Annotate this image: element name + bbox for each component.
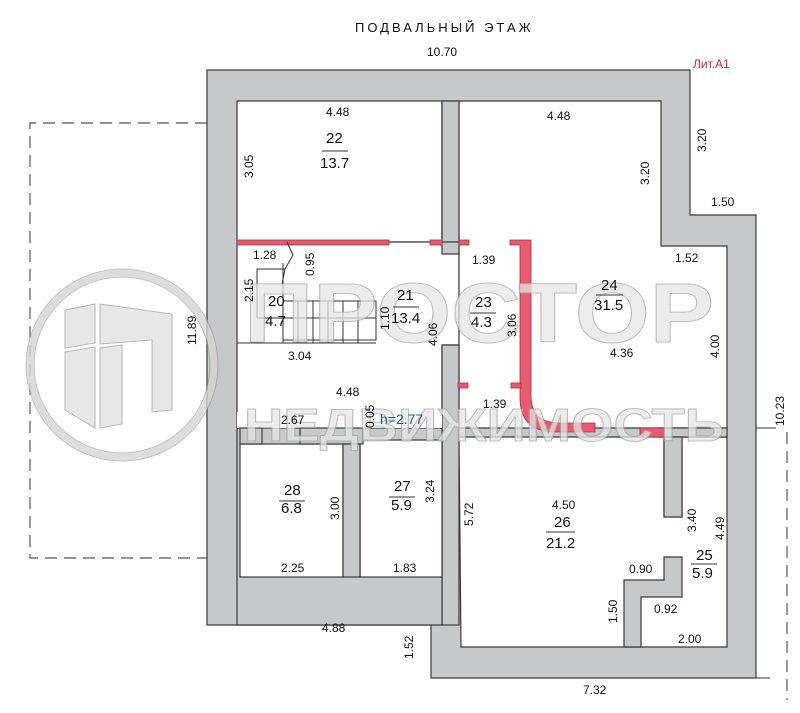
- room-20-dim-a: 1.28: [253, 248, 277, 262]
- dim-bottom-right: 7.32: [583, 683, 607, 697]
- dim-bottom-step: 1.52: [402, 635, 416, 659]
- floor-title: ПОДВАЛЬНЫЙ ЭТАЖ: [355, 20, 534, 35]
- room-21-dim-width: 4.48: [336, 385, 360, 399]
- room-24-dim-4-36: 4.36: [610, 346, 634, 360]
- room-26-dim-height: 5.72: [462, 502, 476, 526]
- room-25-number: 25: [696, 547, 713, 564]
- watermark-brand: ПРОСТОР: [244, 266, 714, 360]
- room-20-number: 20: [268, 293, 285, 310]
- building-logo-icon: [25, 268, 219, 462]
- room-25-dim-0-92: 0.92: [654, 602, 678, 616]
- room-26-dim-1-50: 1.50: [606, 599, 620, 623]
- room-22: [236, 100, 443, 243]
- red-wall-stub-1: [429, 239, 443, 246]
- room-21-dim-stairs: 3.04: [288, 349, 312, 363]
- room-22-height: 3.05: [242, 154, 256, 178]
- stub-wall-28: [239, 427, 263, 445]
- dim-top-width: 10.70: [427, 45, 457, 59]
- room-27-number: 27: [394, 478, 411, 495]
- room-20-area: 4.7: [265, 313, 286, 330]
- stub-wall-27: [299, 427, 364, 445]
- dim-right-upper: 3.20: [695, 128, 709, 152]
- red-wall-stub-4: [510, 382, 522, 389]
- dim-right-height: 10.23: [773, 396, 787, 426]
- red-wall-L: [509, 239, 596, 433]
- room-21-dim-1-10: 1.10: [378, 306, 392, 330]
- room-23-dim-top: 1.39: [472, 253, 496, 267]
- watermark: ПРОСТОР НЕДВИЖИМОСТЬ: [25, 266, 725, 462]
- room-27: [359, 439, 443, 578]
- room-26: [458, 436, 728, 648]
- room-22-area: 13.7: [320, 155, 349, 172]
- room-22-number: 22: [326, 130, 343, 147]
- room-21-dim-0-05: 0.05: [363, 404, 377, 428]
- red-wall-stub-2: [458, 239, 470, 246]
- room-23-number: 23: [475, 294, 492, 311]
- room-28: [239, 443, 344, 578]
- partition-lower: [441, 344, 460, 626]
- corridor-gap: [237, 412, 442, 428]
- room-28-area: 6.8: [281, 500, 302, 517]
- room-20-dim-b: 0.95: [303, 252, 317, 276]
- ceiling-height: h=2.77: [380, 411, 423, 427]
- room-25-dim-4-49: 4.49: [713, 516, 727, 540]
- staircase: [237, 241, 377, 344]
- room-26-number: 26: [554, 514, 571, 531]
- room-26-area: 21.2: [546, 535, 575, 552]
- partition-upper-ext: [441, 241, 460, 255]
- room-27-area: 5.9: [391, 497, 412, 514]
- room-22-width: 4.48: [326, 105, 350, 119]
- dim-left-height: 11.89: [185, 316, 199, 345]
- room-28-dim-width: 2.25: [281, 561, 305, 575]
- room-23-dim-height: 3.06: [505, 313, 519, 337]
- room-21-number: 21: [397, 287, 414, 304]
- room-24-dim-3-20: 3.20: [638, 161, 652, 185]
- room-26-dim-0-90: 0.90: [629, 562, 653, 576]
- partition-25-lower: [623, 556, 683, 648]
- partition-25-upper: [663, 436, 683, 518]
- room-21-area: 13.4: [391, 310, 420, 327]
- room-25-dim-2-00: 2.00: [678, 632, 702, 646]
- dim-right-step: 1.50: [711, 195, 735, 209]
- room-24-dim-4-00: 4.00: [708, 334, 722, 358]
- dim-bottom-left: 4.88: [322, 621, 346, 635]
- room-26-dim-width: 4.50: [552, 498, 576, 512]
- red-wall-22: [236, 239, 390, 246]
- watermark-subtitle: НЕДВИЖИМОСТЬ: [244, 399, 724, 451]
- room-23-dim-bottom: 1.39: [483, 397, 507, 411]
- room-24-dim-1-52: 1.52: [675, 251, 699, 265]
- room-21-dim-2-67: 2.67: [281, 413, 305, 427]
- room-21-dim-height: 4.06: [426, 322, 440, 346]
- room-25-dim-3-40: 3.40: [685, 508, 699, 532]
- room-24-area: 31.5: [594, 297, 623, 314]
- litera-label: Лит.А1: [693, 57, 730, 71]
- room-28-number: 28: [284, 482, 301, 499]
- red-wall-stub-3: [457, 382, 469, 389]
- room-28-dim-height: 3.00: [328, 496, 342, 520]
- room-27-dim-height: 3.24: [423, 479, 437, 503]
- room-24-number: 24: [601, 277, 618, 294]
- room-27-dim-width: 1.83: [393, 561, 417, 575]
- room-24-dim-width: 4.48: [547, 109, 571, 123]
- red-wall-right: [639, 427, 665, 438]
- partition-upper: [441, 100, 460, 243]
- room-25-area: 5.9: [692, 565, 713, 582]
- room-23-area: 4.3: [471, 314, 492, 331]
- stub-wall-mid: [342, 443, 361, 578]
- room-20-dim-c: 2.15: [242, 278, 256, 302]
